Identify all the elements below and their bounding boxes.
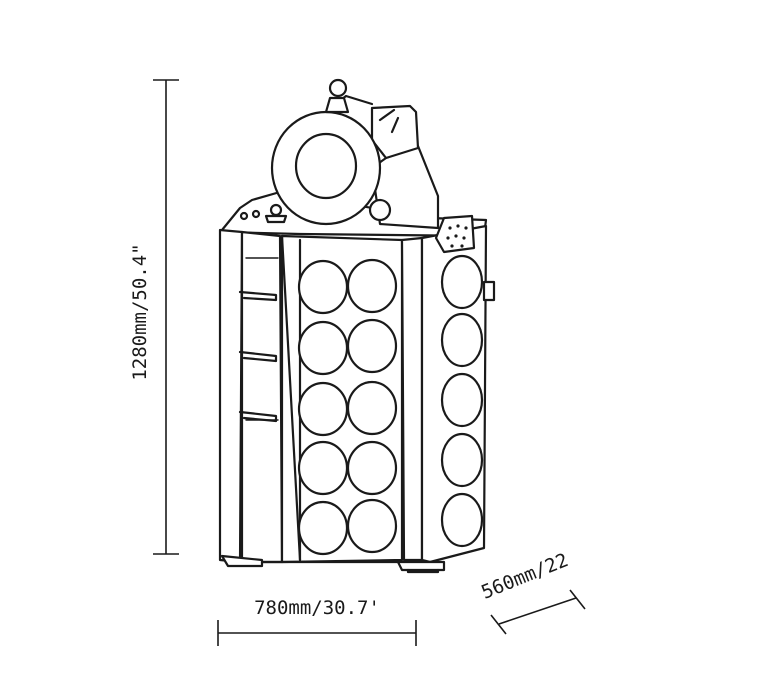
air-vent: [434, 214, 476, 254]
side-handle: [482, 280, 496, 302]
chimney-block: [370, 104, 420, 160]
stove-feet: [220, 554, 446, 574]
height-dimension: 1280mm/50.4": [129, 79, 179, 555]
left-rack-column: [240, 230, 284, 564]
rack-hooks: [238, 290, 278, 423]
stove: [218, 78, 496, 574]
top-knob: [324, 78, 350, 114]
depth-dimension: 560mm/22: [478, 549, 586, 635]
round-window: [294, 132, 358, 200]
left-side-panel: [218, 228, 244, 564]
height-label: 1280mm/50.4": [129, 243, 151, 380]
depth-label: 560mm/22: [478, 549, 571, 604]
front-stones: [297, 258, 398, 556]
width-label: 780mm/30.7': [254, 597, 380, 619]
right-post: [400, 236, 424, 562]
width-dimension: 780mm/30.7': [217, 597, 417, 646]
top-controls: [239, 203, 288, 224]
damper: [368, 198, 392, 222]
side-stones: [440, 254, 484, 548]
